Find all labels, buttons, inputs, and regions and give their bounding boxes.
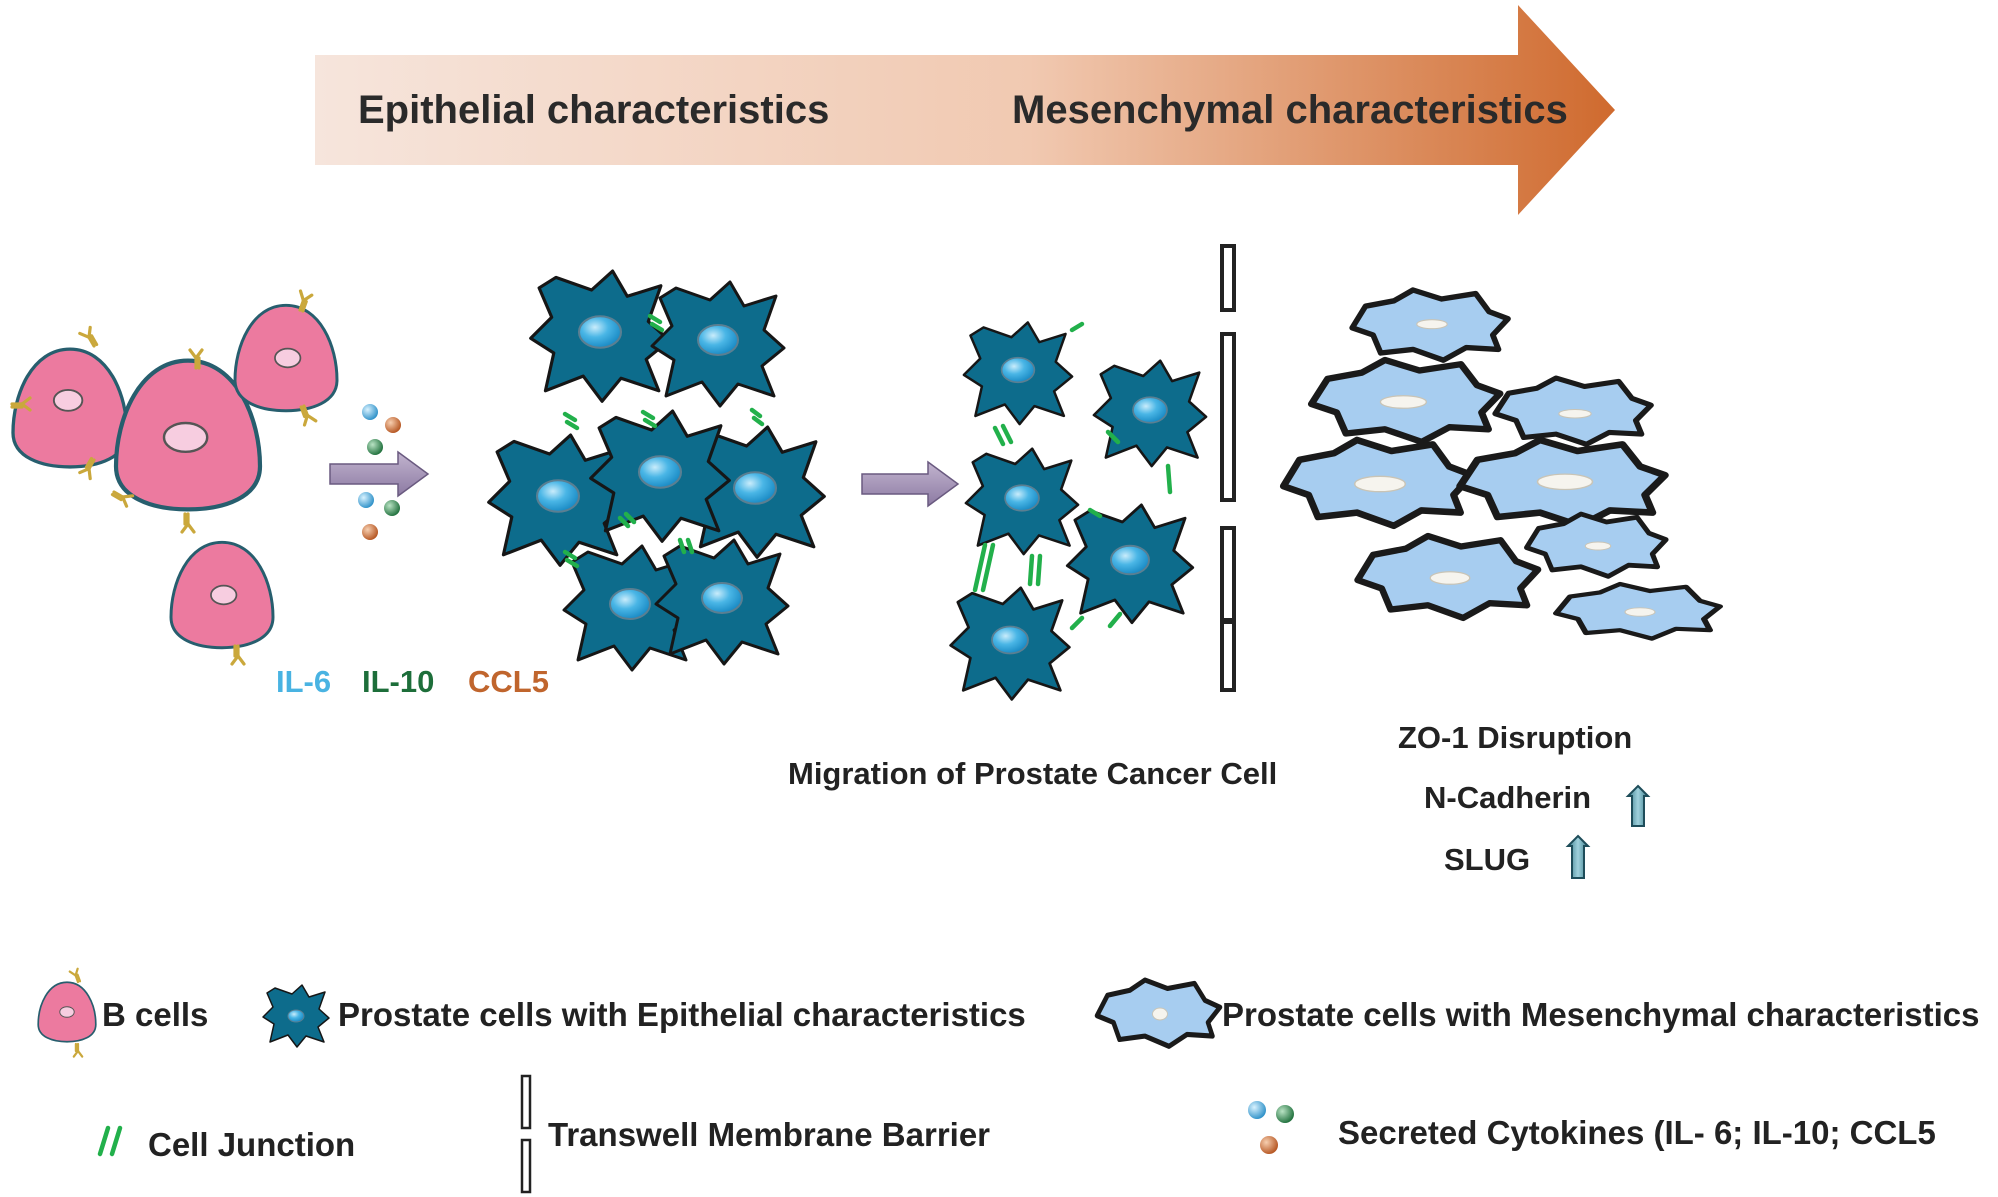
migrating-junctions [972,321,1173,631]
legend-epithelial-label: Prostate cells with Epithelial character… [338,996,1026,1033]
slug-up-arrow-icon [1565,834,1591,879]
b-cell [233,303,339,413]
legend-b-cell-icon [37,981,97,1043]
legend-mesenchymal-label: Prostate cells with Mesenchymal characte… [1222,996,1980,1033]
epithelial-cell [949,586,1071,701]
ccl5-label: CCL5 [468,664,549,699]
epithelial-cell [962,321,1074,426]
legend-mesenchymal-cell-icon [1097,980,1220,1046]
epithelial-cell [1092,359,1208,468]
mesenchymal-cell [1352,290,1508,360]
epithelial-cell [529,269,671,403]
epithelial-cell-cluster [487,269,826,672]
small-arrow-2 [861,460,960,508]
legend-cell-junction-label: Cell Junction [148,1126,355,1163]
epithelial-cell [589,409,731,543]
epithelial-cell [487,433,629,567]
progression-arrow [315,5,1615,215]
cytokine-dots [358,404,401,540]
legend: B cells Prostate cells with Epithelial c… [37,967,1980,1194]
legend-cytokine-icon [1248,1101,1294,1154]
epithelial-cell [964,447,1080,556]
mesenchymal-cell [1311,360,1500,442]
mesenchymal-cell [1283,440,1472,526]
mesenchymal-cell-cluster [1283,290,1720,639]
slug-label: SLUG [1444,842,1530,877]
b-cell [169,540,275,650]
mesenchymal-cell [1527,514,1666,576]
small-arrow-1 [329,450,430,498]
b-cell-cluster [10,289,339,666]
transwell-barrier [1220,244,1236,692]
legend-barrier-label: Transwell Membrane Barrier [548,1116,990,1153]
mesenchymal-cell [1358,536,1538,618]
migrating-cell-group [949,321,1208,701]
epithelial-cell [650,280,786,408]
legend-cell-junction-icon [97,1125,123,1157]
n-cadherin-label: N-Cadherin [1424,780,1591,815]
epithelial-cell [1065,503,1195,625]
zo1-disruption-label: ZO-1 Disruption [1398,720,1632,755]
epithelial-cell [684,425,826,559]
b-cell [116,361,260,510]
il10-label: IL-10 [362,664,434,699]
n-cadherin-up-arrow-icon [1625,784,1651,827]
migration-label: Migration of Prostate Cancer Cell [788,756,1277,791]
mesenchymal-cell [1556,584,1720,639]
il6-label: IL-6 [276,664,331,699]
cell-junctions [562,313,765,569]
epithelial-cell [562,544,698,672]
epithelial-cell [654,538,790,666]
epithelial-characteristics-label: Epithelial characteristics [358,88,829,132]
mesenchymal-cell [1460,440,1665,526]
legend-b-cells-label: B cells [102,996,208,1033]
legend-epithelial-cell-icon [262,984,330,1048]
mesenchymal-cell [1495,378,1651,444]
legend-barrier-icon [520,1074,532,1194]
legend-cytokines-label: Secreted Cytokines (IL- 6; IL-10; CCL5 [1338,1114,1936,1151]
b-cell [11,347,129,469]
mesenchymal-characteristics-label: Mesenchymal characteristics [1012,88,1568,132]
